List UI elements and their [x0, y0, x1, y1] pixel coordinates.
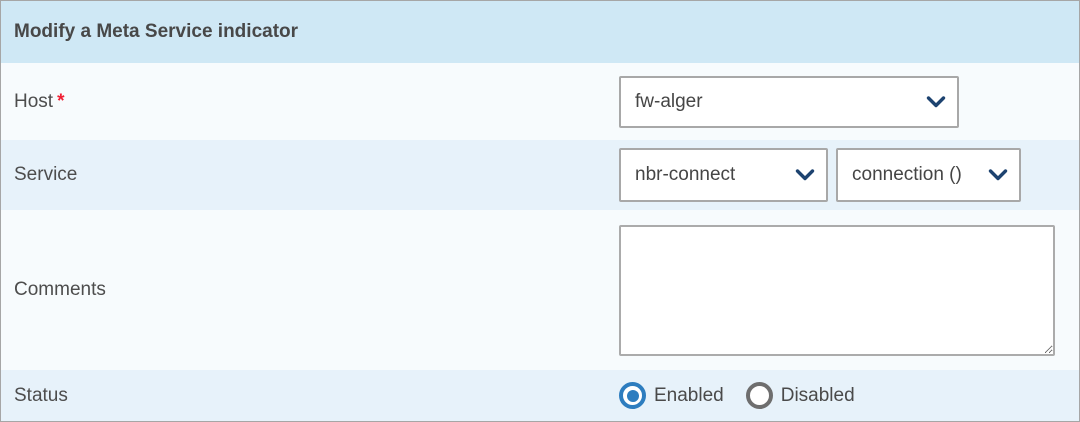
comments-controls	[619, 224, 1055, 356]
host-select-value: fw-alger	[635, 90, 703, 112]
radio-unselected-icon[interactable]	[745, 382, 773, 409]
service-metric-select[interactable]: connection ()	[836, 148, 1021, 202]
host-label: Host*	[14, 90, 65, 112]
host-select[interactable]: fw-alger	[619, 75, 959, 128]
service-label: Service	[14, 164, 78, 185]
status-controls: Enabled Disabled	[619, 382, 855, 409]
service-controls: nbr-connect connection ()	[619, 148, 1021, 202]
service-row: Service nbr-connect connection ()	[1, 140, 1079, 210]
status-row: Status Enabled Disabled	[1, 370, 1079, 421]
comments-row: Comments	[1, 210, 1079, 370]
status-enabled-label[interactable]: Enabled	[654, 384, 724, 406]
form-header: Modify a Meta Service indicator	[1, 1, 1079, 63]
comments-textarea[interactable]	[619, 224, 1055, 356]
host-controls: fw-alger	[619, 75, 959, 128]
chevron-down-icon	[795, 169, 815, 181]
required-asterisk: *	[57, 90, 65, 112]
status-disabled-label[interactable]: Disabled	[780, 384, 855, 406]
radio-selected-icon[interactable]	[619, 382, 646, 409]
comments-label: Comments	[14, 279, 106, 300]
service-metric-select-value: connection ()	[852, 164, 962, 185]
status-radio-group: Enabled Disabled	[619, 382, 855, 409]
service-select-value: nbr-connect	[635, 164, 736, 185]
page-title: Modify a Meta Service indicator	[14, 21, 299, 42]
service-select[interactable]: nbr-connect	[619, 148, 828, 202]
status-label: Status	[14, 384, 68, 406]
chevron-down-icon	[926, 95, 946, 107]
host-row: Host* fw-alger	[1, 63, 1079, 140]
chevron-down-icon	[988, 169, 1008, 181]
status-radio-disabled[interactable]: Disabled	[745, 382, 855, 409]
status-radio-enabled[interactable]: Enabled	[619, 382, 724, 409]
